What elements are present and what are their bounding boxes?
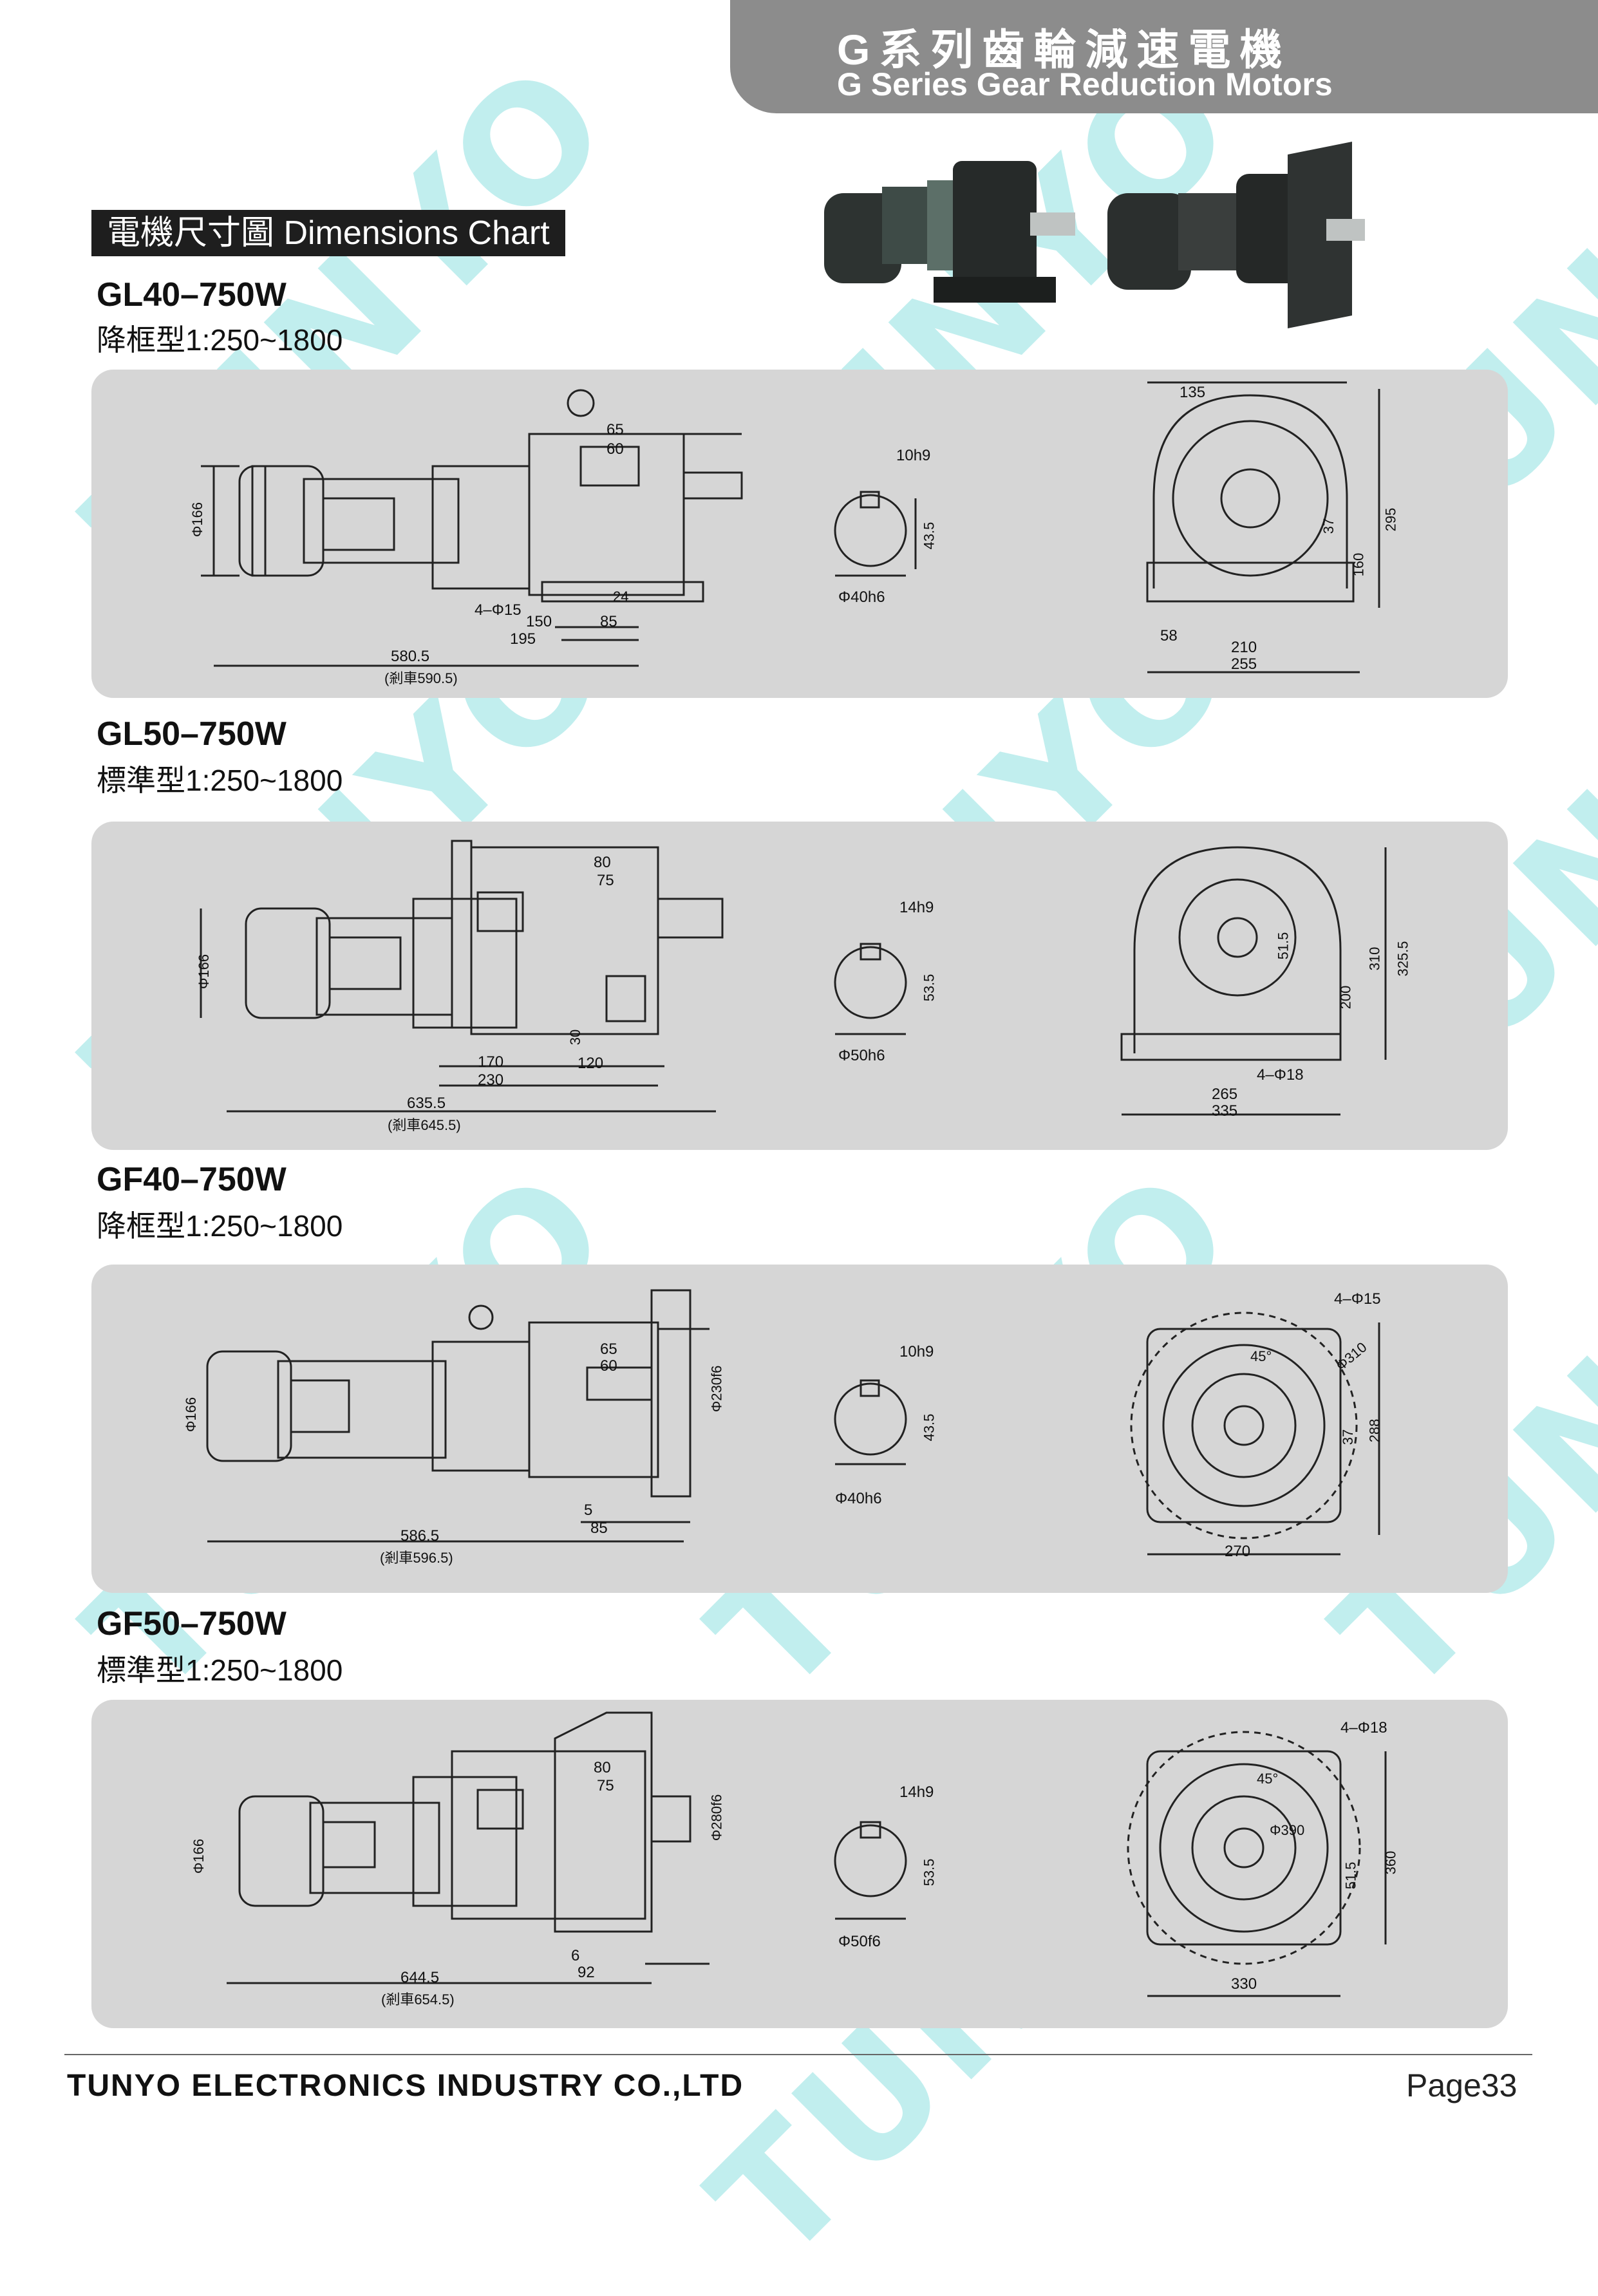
dim-label: Φ50f6 — [838, 1933, 881, 1950]
dim-label: 135 — [1180, 384, 1206, 401]
dim-label: Φ40h6 — [835, 1490, 882, 1507]
dim-label: (剎車596.5) — [380, 1550, 453, 1566]
model-type: 標準型1:250~1800 — [97, 764, 343, 797]
footer-divider — [64, 2054, 1532, 2055]
dim-label: 14h9 — [899, 1783, 934, 1801]
dim-label: 60 — [606, 440, 624, 458]
dim-label: Φ166 — [191, 1838, 207, 1874]
model-title: GF40–750W — [97, 1161, 287, 1198]
dim-label: 45° — [1257, 1771, 1279, 1787]
dim-label: Φ50h6 — [838, 1047, 885, 1064]
dim-label: 288 — [1366, 1418, 1383, 1443]
model-type: 降框型1:250~1800 — [97, 1209, 343, 1243]
gf-motor-photo — [1107, 142, 1365, 328]
gl-motor-photo — [824, 161, 1075, 303]
dim-label: 4–Φ15 — [1334, 1290, 1381, 1308]
model-title: GF50–750W — [97, 1605, 287, 1642]
dim-label: 14h9 — [899, 899, 934, 916]
dim-label: 170 — [478, 1053, 504, 1071]
dim-label: 85 — [600, 613, 617, 630]
dim-label: 10h9 — [899, 1343, 934, 1360]
dim-label: 6 — [571, 1947, 580, 1964]
dim-label: 37 — [1321, 518, 1337, 534]
dimension-panel-gf40: Φ166 65 60 Φ230f6 5 85 586.5 (剎車596.5) 1… — [91, 1265, 1508, 1593]
dim-label: 635.5 — [407, 1095, 446, 1112]
dim-label: 195 — [510, 630, 536, 648]
model-title: GL40–750W — [97, 276, 287, 314]
dim-label: Φ40h6 — [838, 588, 885, 606]
dim-label: 92 — [578, 1964, 595, 1981]
dim-label: Φ230f6 — [708, 1365, 725, 1413]
model-type: 標準型1:250~1800 — [97, 1653, 343, 1687]
header-tab — [730, 0, 1598, 113]
dim-label: 51.5 — [1275, 932, 1292, 960]
dim-label: 120 — [578, 1055, 604, 1072]
dimension-drawing — [227, 1711, 1387, 1997]
page-title-en: G Series Gear Reduction Motors — [837, 66, 1333, 102]
dim-label: 53.5 — [921, 974, 937, 1002]
dim-label: (剎車645.5) — [388, 1117, 461, 1133]
dimension-drawing — [206, 1289, 1380, 1556]
dim-label: 200 — [1337, 985, 1354, 1010]
dim-label: 80 — [594, 1759, 611, 1776]
company-name: TUNYO ELECTRONICS INDUSTRY CO.,LTD — [67, 2069, 744, 2103]
dim-label: (剎車654.5) — [381, 1991, 455, 2008]
dim-label: 65 — [606, 421, 624, 438]
page-title-cn: G系列齒輪減速電機 — [837, 26, 1292, 73]
dim-label: Φ166 — [196, 954, 212, 990]
dim-label: 53.5 — [921, 1858, 937, 1887]
model-title: GL50–750W — [97, 715, 287, 753]
dim-label: 360 — [1382, 1850, 1399, 1875]
dim-label: 270 — [1225, 1543, 1251, 1560]
dim-label: (剎車590.5) — [384, 670, 458, 686]
dim-label: 586.5 — [400, 1527, 440, 1545]
dim-label: 60 — [600, 1357, 617, 1375]
dim-label: 5 — [584, 1501, 593, 1519]
dim-label: 51.5 — [1342, 1861, 1359, 1890]
dimension-drawing — [200, 840, 1387, 1116]
dim-label: 330 — [1231, 1975, 1257, 1993]
dim-label: 255 — [1231, 655, 1257, 673]
dim-label: 4–Φ18 — [1340, 1719, 1387, 1736]
dim-label: 58 — [1160, 627, 1178, 645]
dim-label: 644.5 — [400, 1969, 440, 1986]
model-type: 降框型1:250~1800 — [97, 323, 343, 357]
dim-label: Φ166 — [183, 1397, 200, 1433]
dim-label: 310 — [1366, 946, 1383, 971]
dim-label: 580.5 — [391, 648, 430, 665]
page-number: Page33 — [1406, 2067, 1518, 2103]
dim-label: 65 — [600, 1341, 617, 1358]
section-label: 電機尺寸圖 Dimensions Chart — [91, 210, 565, 256]
dim-label: 43.5 — [921, 1413, 937, 1442]
dim-label: Φ166 — [189, 502, 206, 538]
dim-label: 43.5 — [921, 522, 937, 550]
dim-label: Φ390 — [1270, 1822, 1305, 1838]
dimension-panel-gf50: Φ166 80 75 Φ280f6 6 92 644.5 (剎車654.5) 1… — [91, 1700, 1508, 2028]
dim-label: 45° — [1250, 1348, 1272, 1364]
dim-label: 80 — [594, 854, 611, 871]
dim-label: 265 — [1212, 1086, 1238, 1103]
dim-label: 160 — [1350, 552, 1367, 577]
dim-label: 75 — [597, 872, 614, 889]
dim-label: 30 — [567, 1029, 584, 1046]
dim-label: 37 — [1340, 1429, 1357, 1445]
dim-label: 4–Φ15 — [475, 601, 522, 619]
dim-label: 230 — [478, 1071, 504, 1089]
dimension-drawing — [201, 381, 1380, 673]
dim-label: 4–Φ18 — [1257, 1066, 1304, 1084]
dim-label: 150 — [526, 613, 552, 630]
dimension-panel-gl40: Φ166 65 60 24 4–Φ15 150 85 195 580.5 (剎車… — [91, 370, 1508, 698]
dim-label: 295 — [1382, 507, 1399, 532]
dim-label: 24 — [613, 588, 629, 605]
dim-label: 325.5 — [1395, 941, 1411, 977]
dim-label: 85 — [590, 1520, 608, 1537]
dim-label: 335 — [1212, 1102, 1238, 1120]
dim-label: Φ280f6 — [708, 1794, 725, 1841]
dim-label: 75 — [597, 1777, 614, 1794]
dimension-panel-gl50: Φ166 80 75 30 170 120 230 635.5 (剎車645.5… — [91, 822, 1508, 1150]
dim-label: 210 — [1231, 639, 1257, 656]
dim-label: 10h9 — [896, 447, 931, 464]
